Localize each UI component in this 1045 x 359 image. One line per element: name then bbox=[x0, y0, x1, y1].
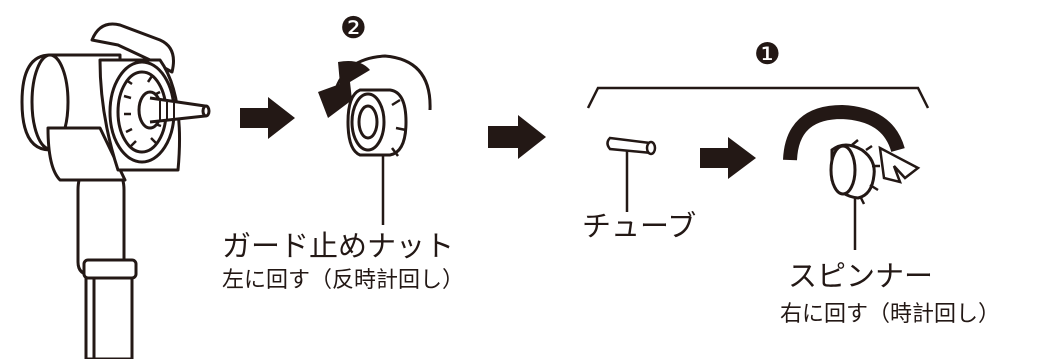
guard-nut-label: ガード止めナット bbox=[222, 229, 455, 263]
fan-motor-head-icon bbox=[20, 22, 211, 359]
spinner-icon bbox=[829, 139, 880, 250]
guard-nut-icon bbox=[346, 88, 408, 225]
step-bracket bbox=[586, 86, 930, 109]
tube-icon bbox=[606, 136, 657, 212]
spinner-label: スピンナー bbox=[788, 259, 934, 293]
rotation-arrow-icon bbox=[318, 54, 432, 118]
step-badge-1: ❶ bbox=[754, 37, 781, 72]
guard-nut-instruction: 左に回す（反時計回し） bbox=[222, 268, 465, 293]
tube-label: チューブ bbox=[582, 209, 697, 243]
rotation-arrow-icon-2 bbox=[783, 104, 921, 184]
step-badge-2: ❷ bbox=[340, 11, 367, 46]
spinner-instruction: 右に回す（時計回し） bbox=[780, 302, 1001, 327]
step-arrow-icon bbox=[240, 97, 756, 179]
